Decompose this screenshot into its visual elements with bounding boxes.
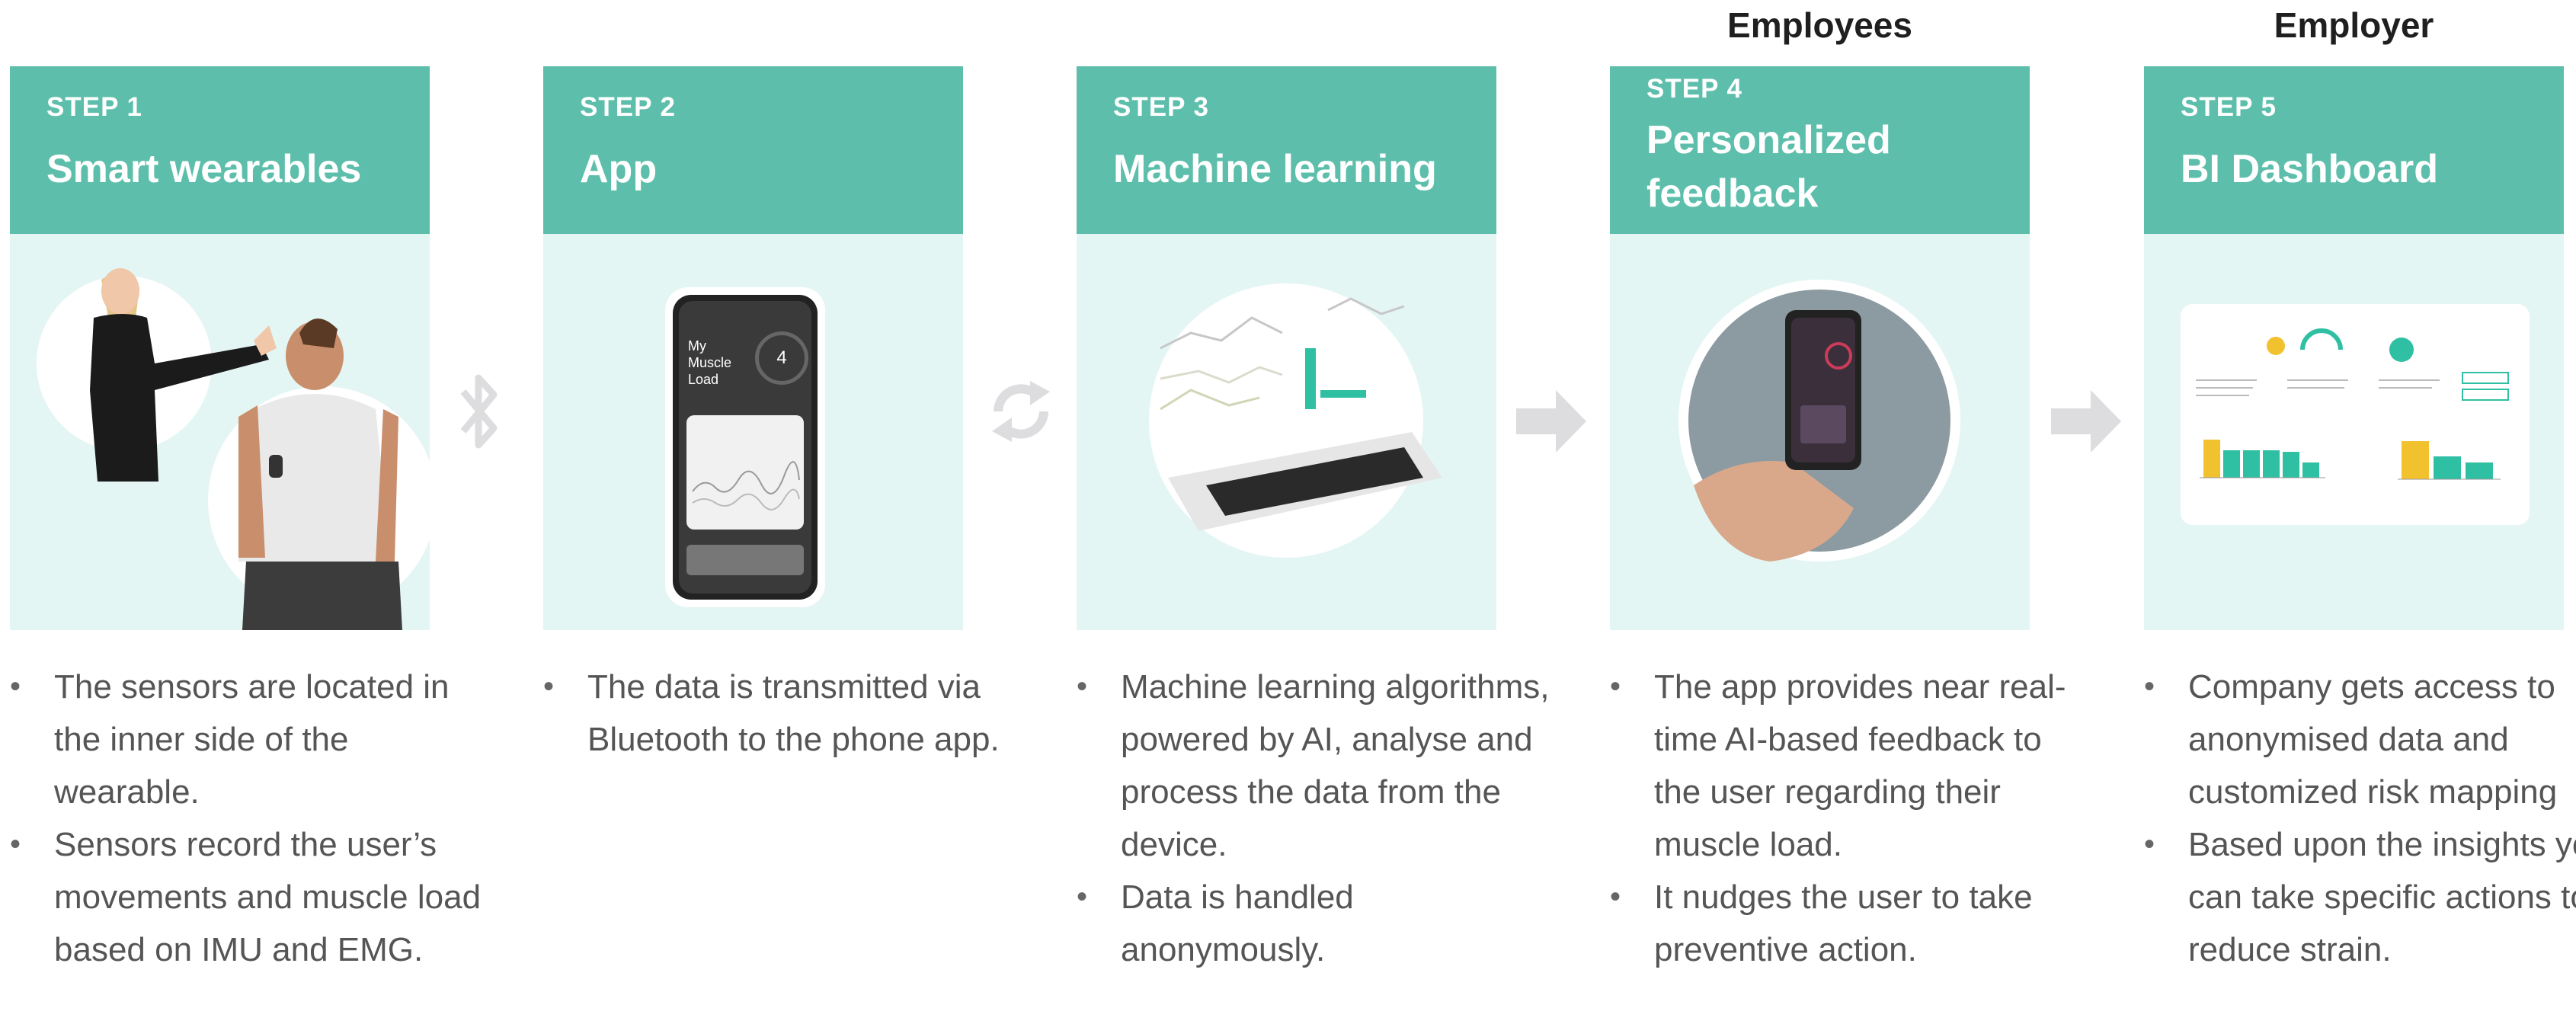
step-header: STEP 2 App xyxy=(543,66,963,234)
app-title-line: My xyxy=(688,338,706,354)
step-bullets: The data is transmitted via Bluetooth to… xyxy=(543,661,1031,766)
app-title-line: Load xyxy=(688,372,719,387)
wearables-image xyxy=(10,234,430,630)
sync-icon xyxy=(983,366,1059,461)
step-title: App xyxy=(580,147,658,191)
step-bullets: Machine learning algorithms, powered by … xyxy=(1077,661,1564,976)
step-2-card: STEP 2 App My Muscle Load 4 xyxy=(543,66,1000,758)
step-bullets: The app provides near real-time AI-based… xyxy=(1610,661,2098,976)
dashboard-card xyxy=(2181,304,2530,525)
step-bullets: The sensors are located in the inner sid… xyxy=(10,661,498,976)
step-number: STEP 4 xyxy=(1646,74,1742,104)
step-number: STEP 5 xyxy=(2181,92,2277,122)
bullet: It nudges the user to take preventive ac… xyxy=(1610,871,2098,976)
step-title: Machine learning xyxy=(1113,147,1437,191)
bullet: Data is handled anonymously. xyxy=(1077,871,1564,976)
step-header: STEP 1 Smart wearables xyxy=(10,66,430,234)
step-4-card: STEP 4 Personalized feedback The app pro… xyxy=(1610,66,2066,968)
load-gauge: 4 xyxy=(755,331,808,385)
laptop-image xyxy=(1077,234,1496,630)
step-1-card: STEP 1 Smart wearables The sensors are l… xyxy=(10,66,481,968)
step-number: STEP 3 xyxy=(1113,92,1209,122)
step-bullets: Company gets access to anonymised data a… xyxy=(2144,661,2576,976)
dashboard-image xyxy=(2144,234,2564,630)
step-title: Personalized feedback xyxy=(1646,118,1891,216)
bullet: Based upon the insights you can take spe… xyxy=(2144,818,2576,976)
bluetooth-icon xyxy=(457,366,503,461)
bullet: Sensors record the user’s movements and … xyxy=(10,818,498,976)
step-5-card: STEP 5 BI Dashboard xyxy=(2144,66,2576,968)
app-title-line: Muscle xyxy=(688,355,732,370)
bullet: Company gets access to anonymised data a… xyxy=(2144,661,2576,818)
step-number: STEP 1 xyxy=(46,92,142,122)
thumbnail-row xyxy=(686,545,804,575)
step-header: STEP 4 Personalized feedback xyxy=(1610,66,2030,234)
phone-app-image: My Muscle Load 4 xyxy=(543,234,963,630)
step-header: STEP 5 BI Dashboard xyxy=(2144,66,2564,234)
feedback-image xyxy=(1610,234,2030,630)
step-title: BI Dashboard xyxy=(2181,147,2439,191)
step-number: STEP 2 xyxy=(580,92,676,122)
bullet: The data is transmitted via Bluetooth to… xyxy=(543,661,1031,766)
phone-mockup: My Muscle Load 4 xyxy=(665,287,825,607)
load-value: 4 xyxy=(776,347,787,368)
arrow-right-icon xyxy=(1516,387,1589,459)
chart-card xyxy=(686,415,804,530)
step-3-card: STEP 3 Machine learning Machine learning… xyxy=(1077,66,1550,968)
step-header: STEP 3 Machine learning xyxy=(1077,66,1496,234)
bullet: The app provides near real-time AI-based… xyxy=(1610,661,2098,871)
arrow-right-icon xyxy=(2051,387,2124,459)
bullet: The sensors are located in the inner sid… xyxy=(10,661,498,818)
bullet: Machine learning algorithms, powered by … xyxy=(1077,661,1564,871)
role-employer: Employer xyxy=(2274,5,2434,45)
step-title: Smart wearables xyxy=(46,147,362,191)
role-employees: Employees xyxy=(1727,5,1912,45)
